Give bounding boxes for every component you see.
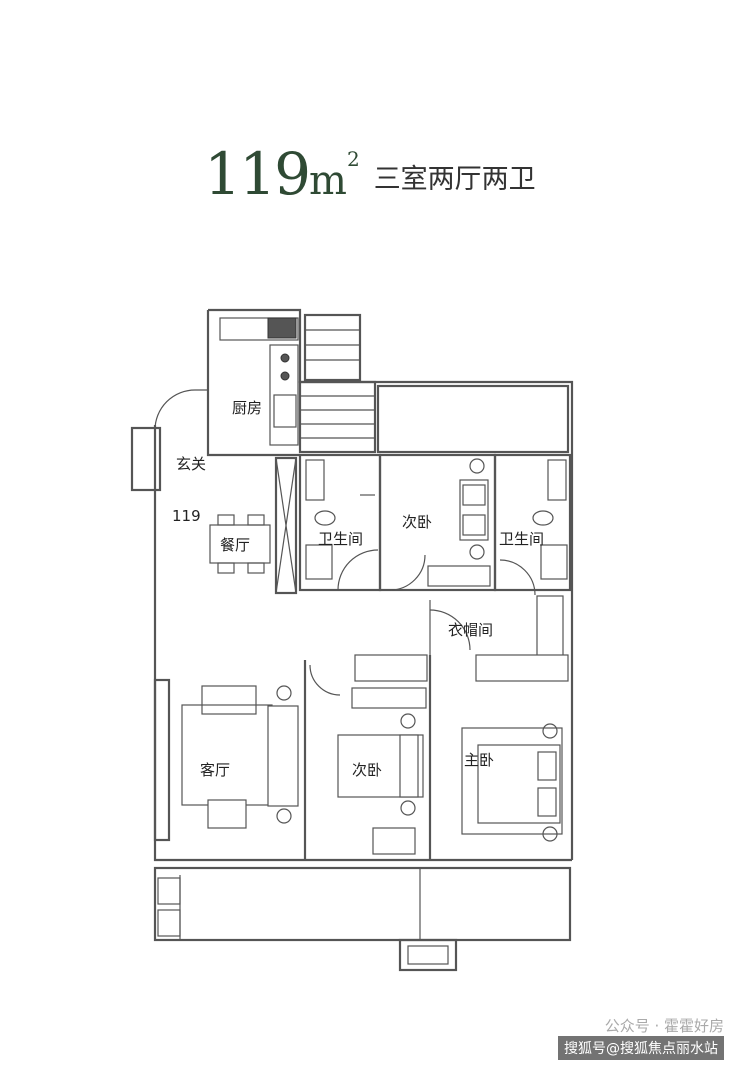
label-living: 客厅 [200, 761, 230, 779]
label-bedroom-bottom: 次卧 [352, 761, 382, 779]
kitchen-fixtures [219, 317, 299, 446]
label-kitchen: 厨房 [232, 399, 262, 417]
label-dining: 餐厅 [220, 536, 250, 554]
watermark-account: 公众号 · 霍霍好房 [604, 1017, 724, 1035]
label-bathroom-1: 卫生间 [318, 530, 363, 548]
title-superscript: 2 [346, 147, 360, 171]
wardrobe-column [274, 456, 298, 595]
label-plan-code: 119 [172, 507, 201, 525]
master-bedroom [461, 723, 563, 842]
plan-title: 119m2 三室两厅两卫 [0, 140, 740, 208]
bathroom-1-walls [298, 453, 382, 592]
label-entrance: 玄关 [176, 455, 206, 473]
bedroom-bottom [337, 654, 432, 860]
label-cloakroom: 衣帽间 [448, 621, 493, 639]
living-room [181, 660, 341, 860]
label-bathroom-2: 卫生间 [499, 530, 544, 548]
bathroom-2-walls [493, 453, 572, 596]
top-balcony [376, 384, 570, 454]
title-unit: m [309, 158, 347, 204]
label-bedroom-top: 次卧 [402, 513, 432, 531]
dining-table [209, 514, 271, 574]
watermark-source: 搜狐号@搜狐焦点丽水站 [558, 1036, 724, 1060]
outer-walls [130, 308, 574, 972]
cloakroom [429, 595, 569, 682]
bedroom-top [378, 453, 497, 592]
title-description: 三室两厅两卫 [373, 164, 536, 195]
balcony-fixtures [157, 868, 449, 965]
label-master: 主卧 [464, 751, 494, 769]
entrance-door [154, 389, 208, 431]
stair [298, 313, 377, 454]
title-area: 119 [204, 140, 311, 208]
